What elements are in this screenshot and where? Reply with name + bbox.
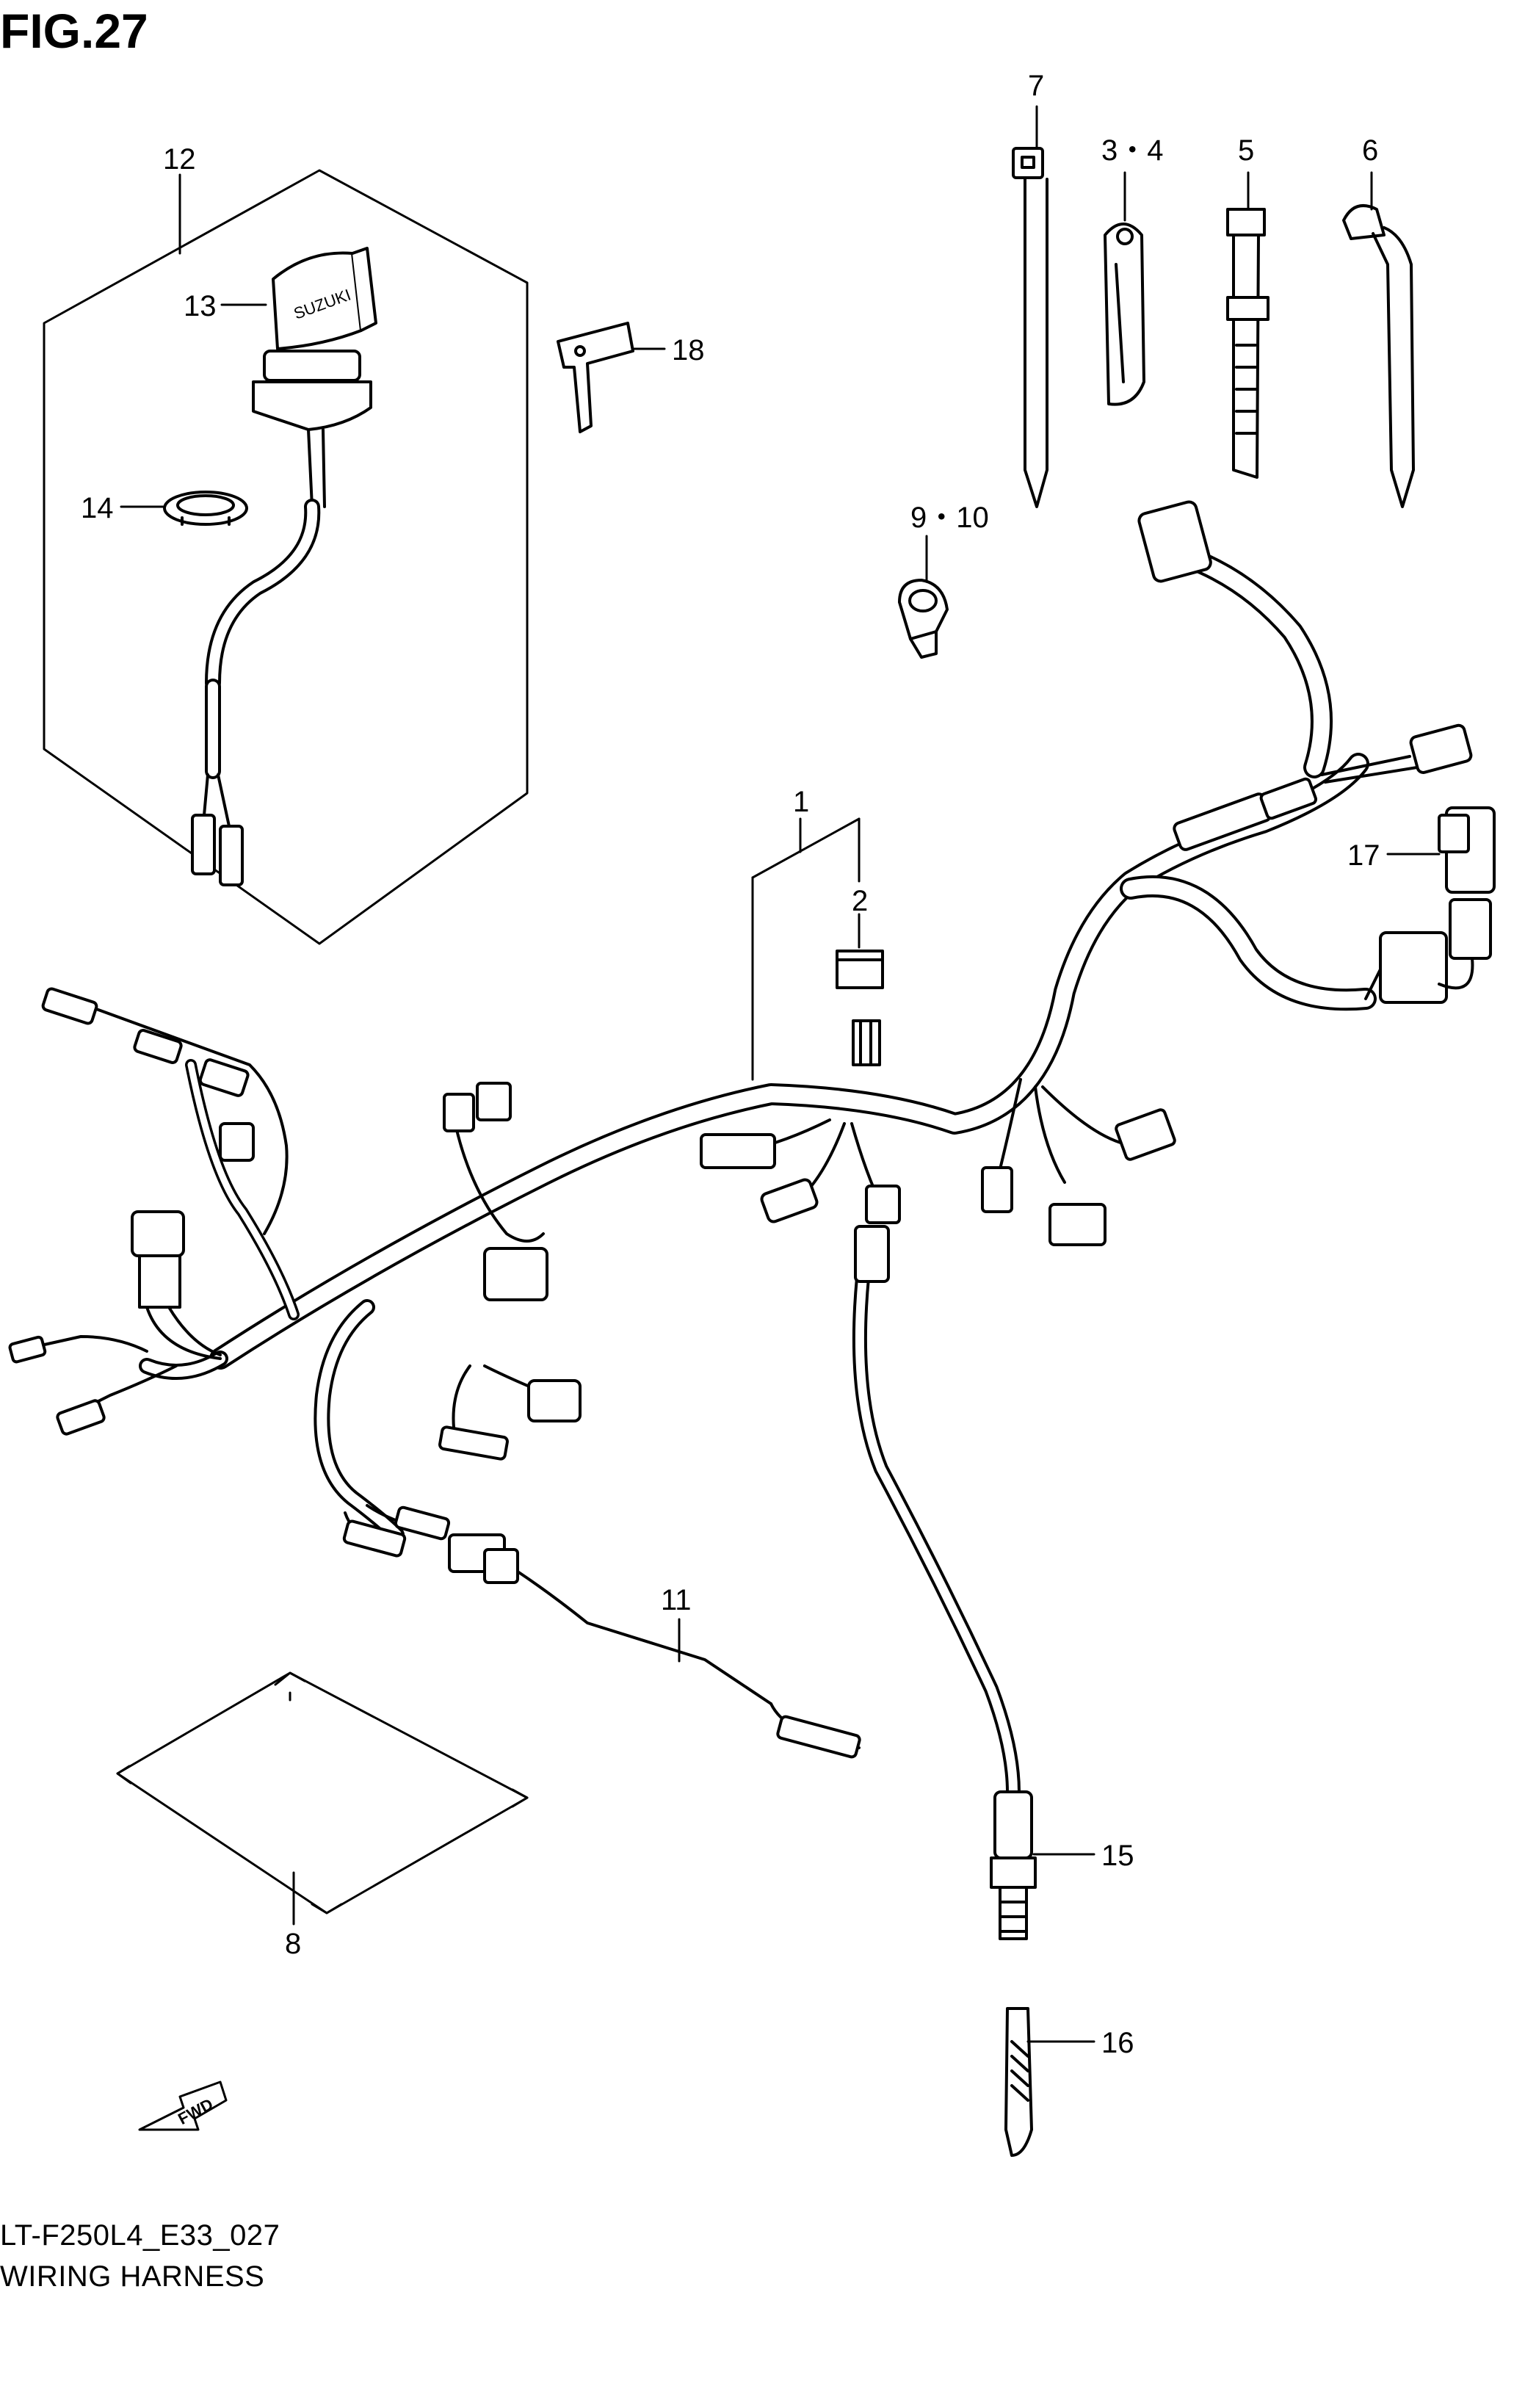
callout-8: 8 <box>285 1928 301 1960</box>
band-5 <box>1226 208 1269 479</box>
sub-harness-11 <box>448 1533 861 1759</box>
ignition-switch: SUZUKI <box>191 247 377 886</box>
connector-2 <box>836 950 884 1066</box>
callout-13: 13 <box>184 290 217 322</box>
callout-3-4: 3・4 <box>1101 134 1164 167</box>
section-name: WIRING HARNESS <box>0 2260 265 2293</box>
callout-2: 2 <box>852 885 868 917</box>
cable-tie-7 <box>1012 147 1048 508</box>
fwd-arrow-icon: FWD <box>138 2080 228 2131</box>
callout-14: 14 <box>81 492 114 524</box>
callout-12: 12 <box>163 143 196 176</box>
model-code: LT-F250L4_E33_027 <box>0 2219 280 2252</box>
callout-15: 15 <box>1101 1840 1134 1872</box>
ignition-key <box>557 322 634 433</box>
clamp-3-4 <box>1104 223 1145 406</box>
figure-title: FIG.27 <box>0 4 148 58</box>
insulation-sheet-8 <box>116 1671 529 1915</box>
callout-7: 7 <box>1028 70 1044 102</box>
harness-bracket-1 <box>751 817 861 1081</box>
ring-nut <box>163 491 248 526</box>
callout-9-10: 9・10 <box>910 502 989 534</box>
cap-16 <box>1004 2007 1033 2157</box>
callout-11: 11 <box>661 1584 692 1616</box>
callout-6: 6 <box>1362 134 1378 167</box>
clamp-9-10 <box>898 579 949 659</box>
callout-1: 1 <box>793 786 809 818</box>
callout-18: 18 <box>672 334 705 366</box>
callout-17: 17 <box>1347 839 1380 872</box>
ignition-assembly-box <box>43 169 529 945</box>
clip-tie-6 <box>1342 204 1415 508</box>
callout-5: 5 <box>1238 134 1254 167</box>
callout-16: 16 <box>1101 2027 1134 2059</box>
main-harness <box>8 500 1496 1940</box>
